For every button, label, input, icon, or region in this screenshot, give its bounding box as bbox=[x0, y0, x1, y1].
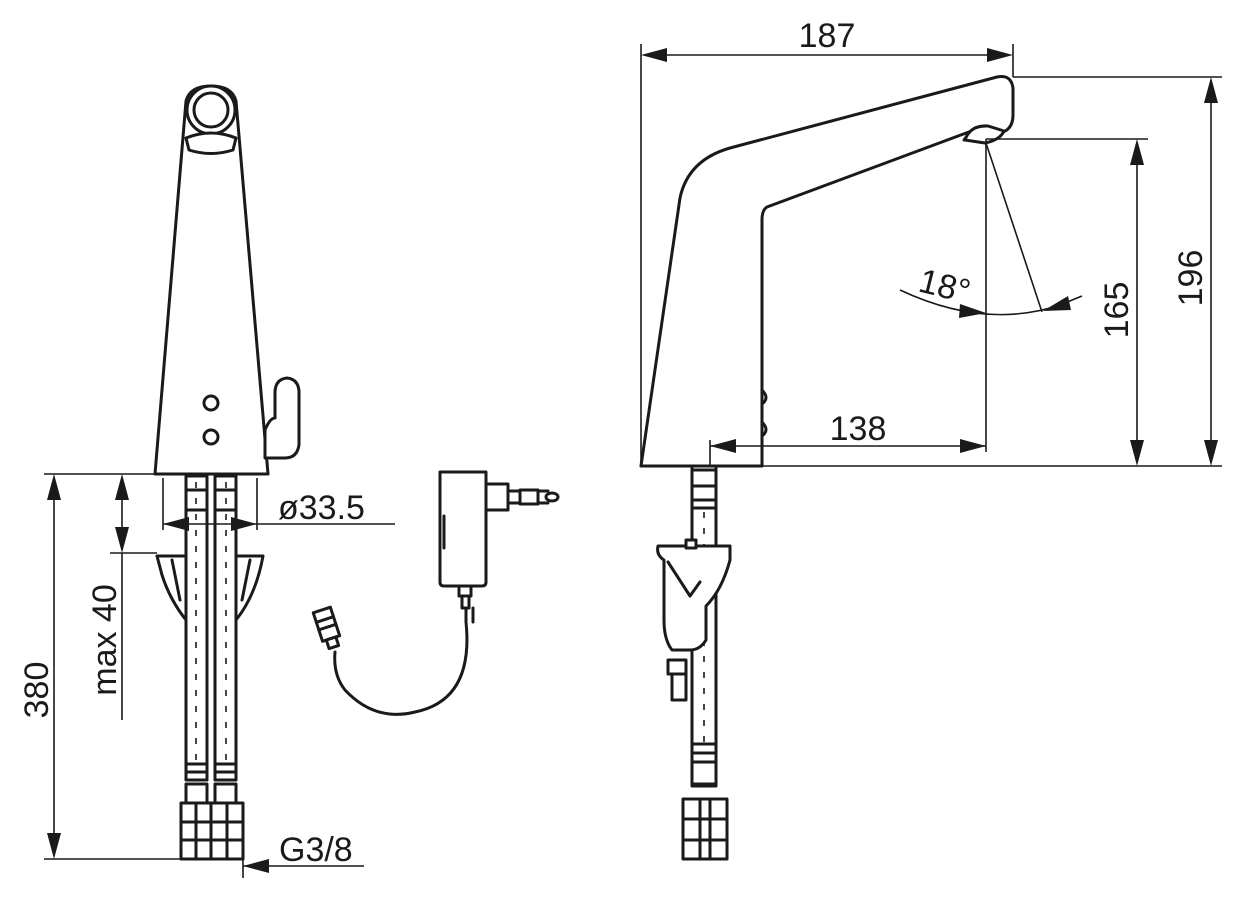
dimension-label-380: 380 bbox=[18, 662, 56, 719]
adapter-housing bbox=[438, 470, 488, 588]
side-view-body bbox=[639, 75, 1015, 468]
dimension-label-138: 138 bbox=[830, 410, 887, 448]
mounting-bracket bbox=[155, 554, 188, 622]
cable-connector bbox=[311, 605, 342, 651]
sensor-dot-lower bbox=[202, 428, 220, 446]
sensor-dot-upper bbox=[202, 394, 220, 412]
side-view-dimensions: 187 196 165 138 18° bbox=[640, 17, 1222, 467]
dimension-label-196: 196 bbox=[1172, 250, 1210, 307]
front-view-dimensions: 380 max 40 ø33.5 G3/8 bbox=[18, 473, 395, 878]
dimension-label-187: 187 bbox=[799, 17, 856, 55]
dimension-label-165: 165 bbox=[1098, 282, 1136, 339]
temperature-lever bbox=[263, 376, 301, 460]
adapter-cable bbox=[333, 606, 469, 716]
sensor-ring-inner bbox=[192, 91, 230, 129]
dimension-label-angle: 18° bbox=[915, 262, 974, 311]
dimension-label-max-40: max 40 bbox=[86, 584, 124, 696]
power-adapter bbox=[311, 470, 560, 716]
aerator-outlet bbox=[184, 131, 238, 155]
side-connection-nut bbox=[681, 797, 729, 861]
dimension-label-diameter: ø33.5 bbox=[278, 489, 365, 527]
connection-nuts bbox=[179, 782, 245, 861]
dimension-label-thread: G3/8 bbox=[279, 831, 353, 869]
front-view bbox=[153, 84, 301, 861]
side-view bbox=[639, 75, 1015, 861]
